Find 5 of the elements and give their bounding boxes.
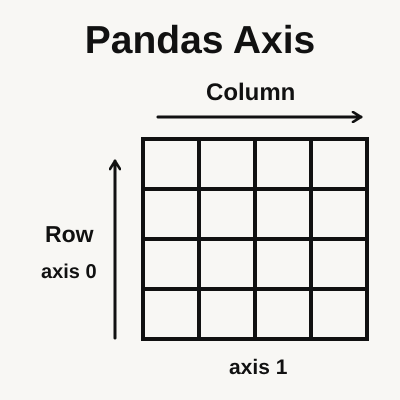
axis-label: axis 0: [41, 262, 97, 282]
axis-label: axis 1: [229, 357, 288, 378]
axis-label: Column: [206, 81, 296, 105]
title: Pandas Axis: [84, 21, 316, 60]
axis-label: Row: [45, 223, 94, 246]
